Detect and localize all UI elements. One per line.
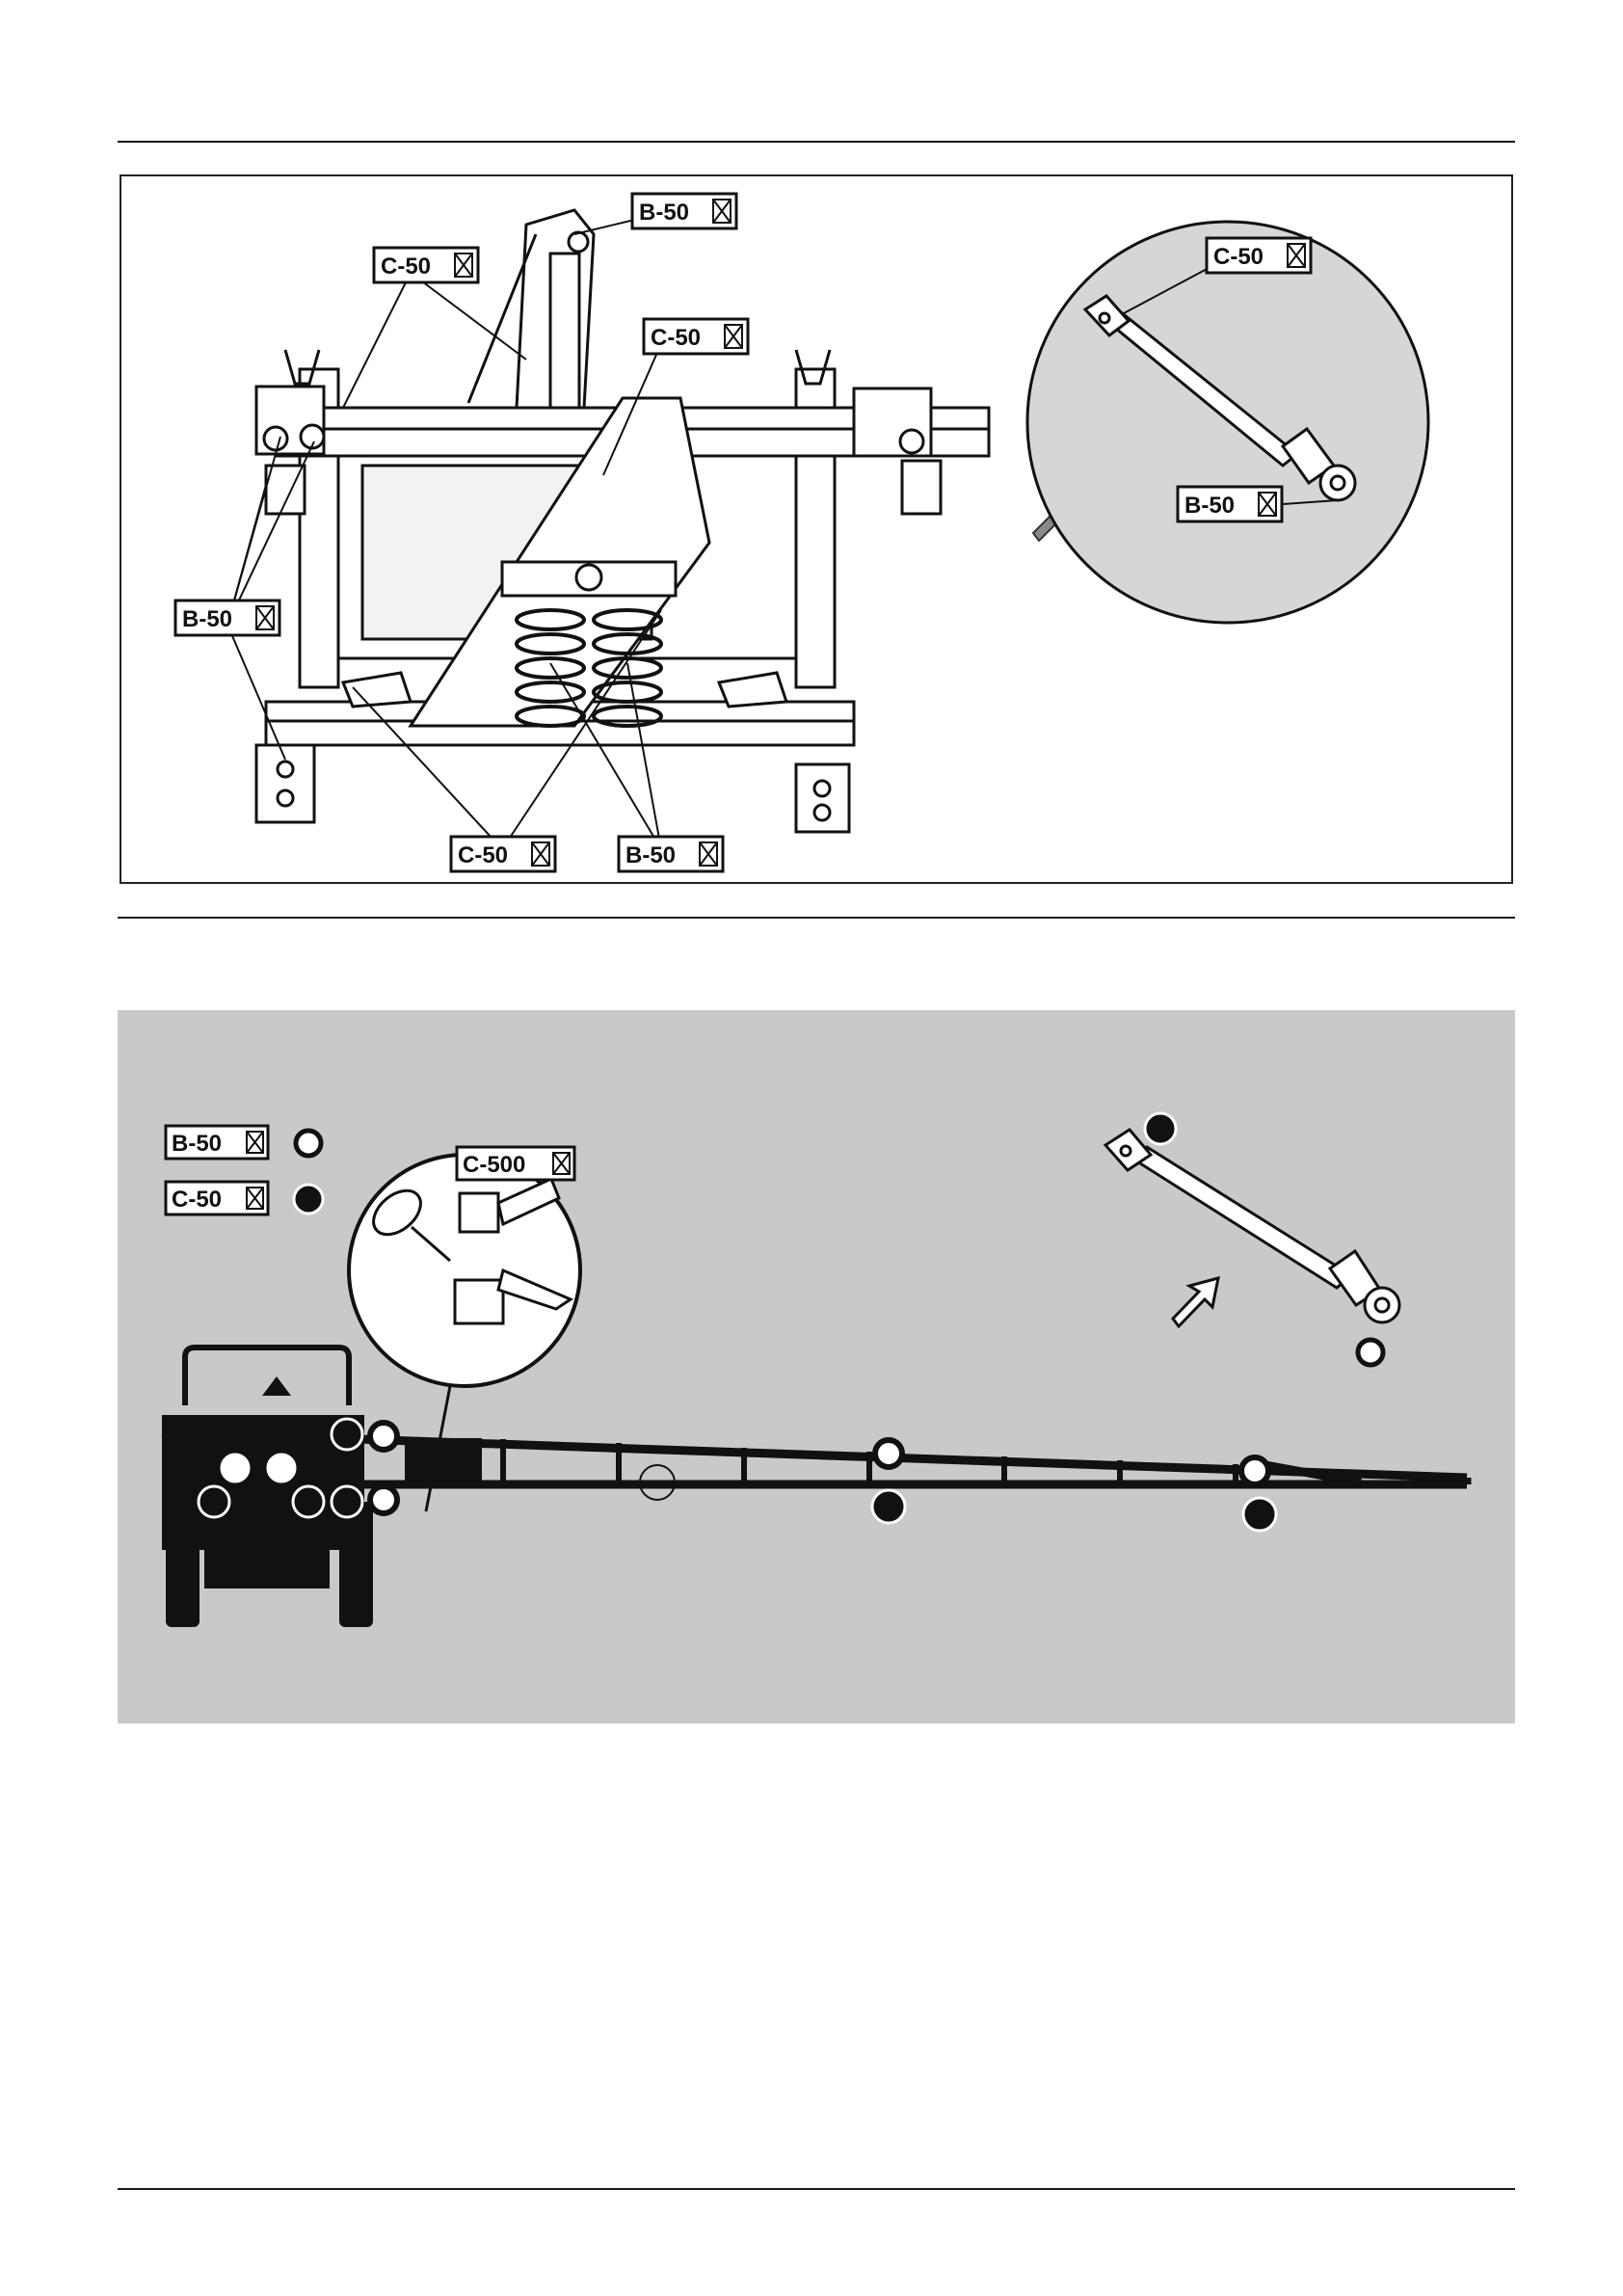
- tag-c50-bottom-text: C-50: [458, 842, 508, 868]
- legend: B-50 C-50: [166, 1126, 323, 1215]
- lube-c50-1: [199, 1486, 229, 1517]
- lube-b50-5: [875, 1440, 902, 1467]
- legend-filled-circle: [294, 1185, 323, 1214]
- frame-drawing: B-50 C-50 C-50 B-50: [121, 176, 1515, 886]
- boom-box: [405, 1438, 482, 1481]
- lube-b50-6: [1241, 1457, 1268, 1484]
- top-rule: [118, 141, 1515, 143]
- tag-b50-inset: B-50: [1178, 487, 1282, 521]
- tag-c500-text: C-500: [463, 1152, 525, 1178]
- left-foot: [256, 745, 314, 822]
- boom-cylinder: [1105, 1113, 1399, 1365]
- mast-pivot: [569, 232, 588, 252]
- boom-cylinder-barrel: [1130, 1147, 1351, 1288]
- bottom-rule: [118, 2188, 1515, 2190]
- nozzle-body: [460, 1193, 498, 1232]
- legend-c50-text: C-50: [172, 1187, 222, 1213]
- lube-c50-5: [872, 1490, 905, 1523]
- tag-c50-bottom: C-50: [451, 837, 555, 871]
- boom-cylinder-b50-point: [1358, 1340, 1383, 1365]
- legend-open-circle: [296, 1131, 321, 1156]
- tag-c50-upper-left: C-50: [374, 248, 478, 282]
- tag-b50-mast-text: B-50: [639, 200, 689, 226]
- tag-b50-inset-text: B-50: [1184, 493, 1235, 519]
- lube-c50-2: [293, 1486, 324, 1517]
- tag-b50-left: B-50: [175, 601, 279, 635]
- arrow-icon: [1173, 1278, 1218, 1326]
- lube-b50-2: [263, 1450, 300, 1486]
- legend-b50: B-50: [166, 1126, 321, 1159]
- middle-rule: [118, 917, 1515, 919]
- lube-c50-6: [1243, 1498, 1276, 1531]
- tag-c50-center: C-50: [644, 319, 748, 354]
- right-foot: [796, 764, 849, 832]
- tractor-right-wheel: [339, 1502, 373, 1627]
- boom-lubrication-panel: B-50 C-50: [118, 1010, 1515, 1723]
- legend-b50-text: B-50: [172, 1131, 222, 1157]
- tag-c50-inset-text: C-50: [1213, 244, 1264, 270]
- lube-c50-4: [332, 1486, 362, 1517]
- lube-b50-1: [217, 1450, 253, 1486]
- tag-b50-bottom-text: B-50: [625, 842, 676, 868]
- tractor-cab: [185, 1348, 349, 1405]
- boom-drawing: B-50 C-50: [118, 1010, 1515, 1723]
- top-cylinder: [550, 254, 579, 408]
- tag-b50-mast: B-50: [632, 194, 736, 228]
- tag-c50-upper-left-text: C-50: [381, 254, 431, 280]
- tag-b50-bottom: B-50: [619, 837, 723, 871]
- tag-c50-inset: C-50: [1207, 238, 1311, 273]
- tag-c500: C-500: [457, 1147, 574, 1180]
- lube-c50-3: [332, 1419, 362, 1450]
- lube-b50-3: [370, 1423, 397, 1450]
- cylinder-inset: C-50 B-50: [1027, 222, 1428, 623]
- boom-cylinder-c50-point: [1145, 1113, 1176, 1144]
- left-bushing: [264, 427, 287, 450]
- lube-b50-4: [370, 1486, 397, 1513]
- frame-lubrication-panel: B-50 C-50 C-50 B-50: [120, 174, 1513, 884]
- tractor-left-wheel: [166, 1502, 200, 1627]
- nozzle-valve: [455, 1280, 503, 1323]
- legend-c50: C-50: [166, 1182, 323, 1215]
- tag-b50-left-text: B-50: [182, 606, 232, 632]
- tag-c50-center-text: C-50: [651, 325, 701, 351]
